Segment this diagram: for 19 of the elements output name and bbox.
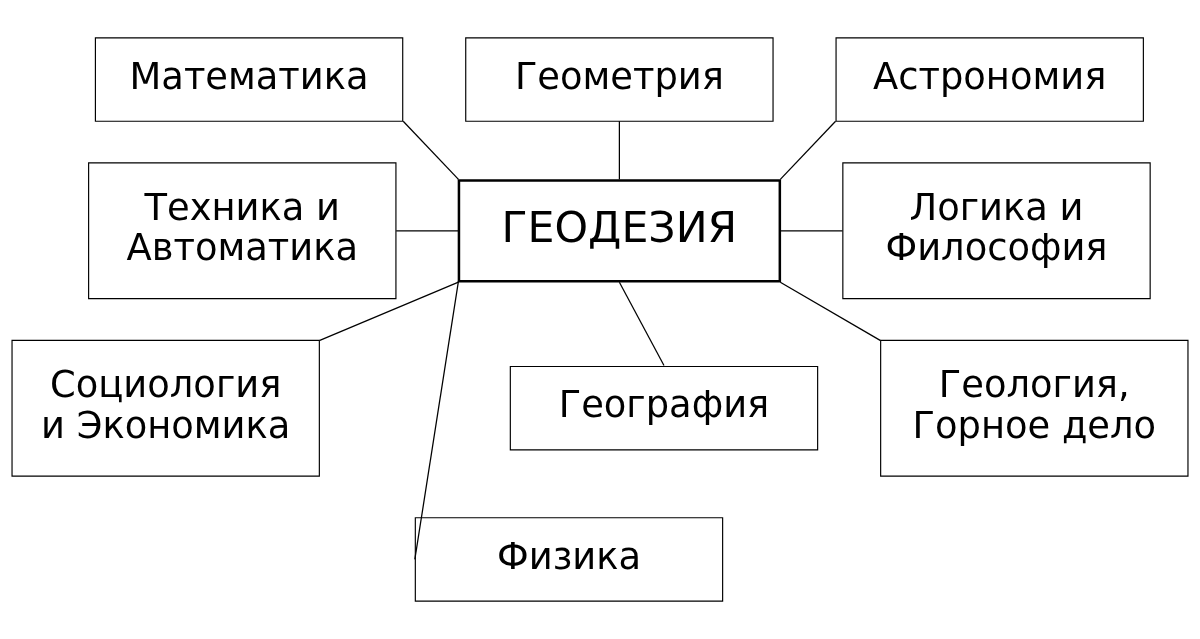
connector (618, 281, 665, 367)
connector (414, 280, 460, 561)
connector (402, 120, 460, 181)
connector (319, 281, 460, 341)
node-box: Техника и Автоматика (88, 162, 397, 300)
connector (618, 120, 620, 181)
node-box: Математика (94, 37, 404, 122)
connector (779, 230, 844, 232)
node-box: Физика (414, 517, 724, 602)
node-box: Логика и Философия (842, 162, 1151, 300)
connector (779, 120, 837, 181)
node-box: Геометрия (465, 37, 774, 122)
node-box: Астрономия (835, 37, 1144, 122)
connector (779, 281, 881, 341)
node-box: ГЕОДЕЗИЯ (457, 179, 782, 283)
node-box: Социология и Экономика (11, 339, 320, 477)
node-box: География (509, 365, 819, 451)
connector (395, 230, 460, 232)
node-box: Геология, Горное дело (880, 339, 1189, 477)
